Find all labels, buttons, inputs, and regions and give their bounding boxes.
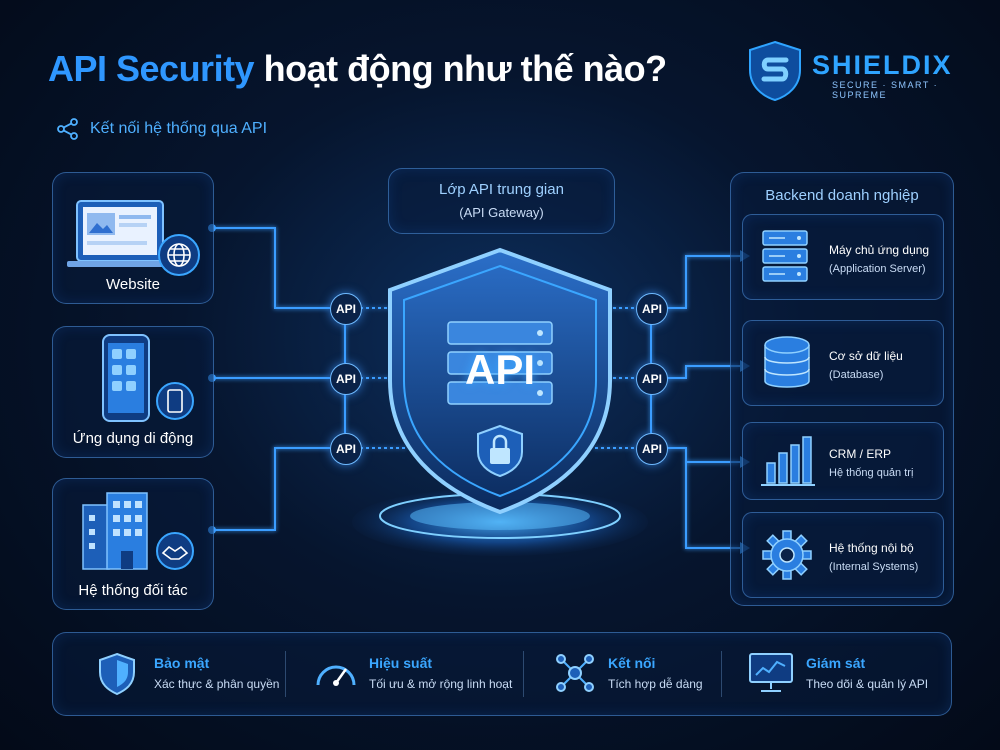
bar-chart-icon [761, 436, 815, 486]
feature-title: Giám sát [806, 655, 866, 671]
subtitle: Kết nối hệ thống qua API [56, 117, 267, 141]
shield-s-logo-icon [749, 40, 801, 102]
api-node-left-3: API [330, 433, 362, 465]
feature-security: Bảo mật Xác thực & phân quyền [53, 633, 279, 715]
logo-name: SHIELDIX [812, 50, 953, 80]
gateway-subtitle: (API Gateway) [459, 205, 544, 220]
network-icon [556, 654, 594, 692]
source-partner-system: Hệ thống đối tác [52, 478, 214, 610]
feature-divider [523, 651, 524, 697]
api-node-right-2: API [636, 363, 668, 395]
api-node-right-3: API [636, 433, 668, 465]
shield-icon [99, 652, 135, 696]
server-icon [762, 230, 808, 282]
feature-title: Bảo mật [154, 655, 210, 671]
gateway-box: Lớp API trung gian (API Gateway) [388, 168, 615, 234]
source-label: Hệ thống đối tác [78, 582, 188, 599]
feature-divider [721, 651, 722, 697]
feature-performance: Hiệu suất Tối ưu & mở rộng linh hoạt [268, 633, 512, 715]
backend-item-subtitle: (Database) [829, 369, 884, 381]
laptop-globe-icon [67, 200, 200, 276]
logo-tagline: SECURE · SMART · SUPREME [832, 80, 939, 100]
feature-connectivity: Kết nối Tích hợp dễ dàng [507, 633, 727, 715]
brand-logo: SHIELDIX SECURE · SMART · SUPREME [746, 40, 976, 102]
database-icon [764, 336, 810, 388]
backend-item-subtitle: (Internal Systems) [829, 561, 919, 573]
backend-item-internal-systems: Hệ thống nội bộ (Internal Systems) [742, 512, 944, 598]
api-node-left-2: API [330, 363, 362, 395]
monitor-chart-icon [749, 653, 793, 692]
backend-item-title: Hệ thống nội bộ [829, 541, 914, 555]
title-highlight: API Security [48, 48, 255, 89]
page-title: API Security hoạt động như thế nào? [48, 48, 667, 90]
backend-item-title: CRM / ERP [829, 447, 892, 461]
backend-item-crm-erp: CRM / ERP Hệ thống quản trị [742, 422, 944, 500]
feature-title: Hiệu suất [369, 655, 433, 671]
backend-item-subtitle: Hệ thống quản trị [829, 467, 914, 479]
backend-item-subtitle: (Application Server) [829, 263, 926, 275]
api-node-left-1: API [330, 293, 362, 325]
smartphone-icon [102, 334, 194, 422]
source-mobile-app: Ứng dụng di động [52, 326, 214, 458]
api-node-right-1: API [636, 293, 668, 325]
source-website: Website [52, 172, 214, 304]
feature-title: Kết nối [608, 655, 656, 671]
speedometer-icon [316, 665, 356, 686]
source-label: Ứng dụng di động [72, 430, 194, 447]
backend-item-title: Cơ sở dữ liệu [829, 349, 903, 363]
feature-desc: Tối ưu & mở rộng linh hoạt [369, 677, 513, 691]
gear-icon [762, 530, 812, 580]
feature-bar: Bảo mật Xác thực & phân quyền Hiệu suất … [52, 632, 952, 716]
title-rest: hoạt động như thế nào? [263, 48, 668, 89]
backend-item-app-server: Máy chủ ứng dụng (Application Server) [742, 214, 944, 300]
gateway-title: Lớp API trung gian [439, 181, 564, 198]
api-gateway-shield-icon [352, 247, 648, 556]
backend-item-database: Cơ sở dữ liệu (Database) [742, 320, 944, 406]
building-handshake-icon [82, 492, 194, 570]
source-label: Website [106, 276, 160, 293]
feature-desc: Tích hợp dễ dàng [608, 677, 703, 691]
share-network-icon [57, 118, 78, 140]
backend-item-title: Máy chủ ứng dụng [829, 243, 930, 257]
feature-desc: Theo dõi & quản lý API [806, 677, 929, 691]
backend-title: Backend doanh nghiệp [765, 187, 919, 204]
feature-monitoring: Giám sát Theo dõi & quản lý API [705, 633, 929, 715]
subtitle-text: Kết nối hệ thống qua API [90, 120, 268, 137]
feature-divider [285, 651, 286, 697]
feature-desc: Xác thực & phân quyền [154, 677, 280, 691]
shield-api-label: API [464, 346, 535, 393]
